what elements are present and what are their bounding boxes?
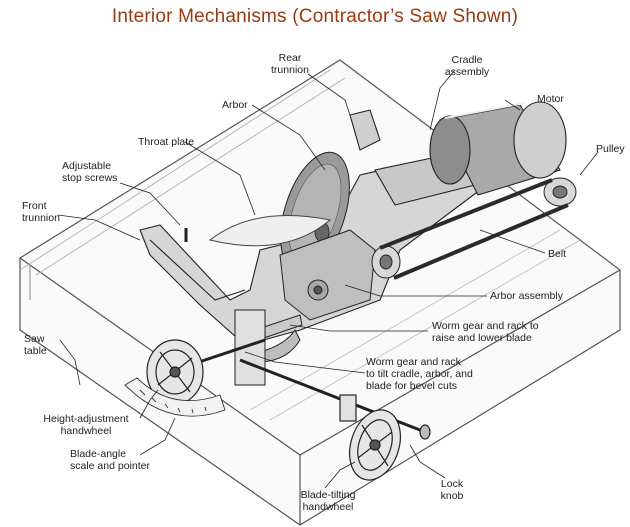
label-height-adjustment-handwheel: Height-adjustment handwheel (26, 413, 146, 437)
leader-rear-trunnion (307, 73, 351, 116)
leader-motor (504, 99, 521, 111)
label-blade-angle-line2: scale and pointer (70, 460, 150, 472)
leader-worm-gear-tilt (244, 351, 366, 374)
label-stop-screws-line2: stop screws (62, 172, 118, 184)
leader-lines (57, 69, 599, 489)
leader-arbor (251, 104, 326, 171)
label-belt: Belt (548, 248, 567, 260)
leader-lock-knob (409, 444, 446, 479)
leader-front-trunnion (57, 214, 141, 241)
label-worm-gear-tilt-line1: Worm gear and rack (366, 356, 461, 368)
label-front-trunnion-line1: Front (22, 200, 47, 212)
blade-tilting-handwheel-shape (239, 358, 431, 481)
label-blade-tilting-line1: Blade-tilting (300, 489, 356, 501)
label-rear-trunnion-line2: trunnion (271, 64, 309, 76)
label-front-trunnion: Front trunnion (22, 200, 60, 224)
leader-height-handwheel (139, 389, 159, 419)
pulley-shape (371, 177, 577, 279)
diagram-title: Interior Mechanisms (Contractor’s Saw Sh… (111, 6, 519, 27)
label-arbor-assembly: Arbor assembly (490, 290, 563, 302)
throat-plate-shape (208, 215, 332, 247)
label-worm-gear-raise: Worm gear and rack to raise and lower bl… (432, 320, 539, 344)
label-motor: Motor (537, 93, 564, 105)
label-cradle-assembly-line1: Cradle (451, 54, 483, 66)
leader-arbor-assembly (344, 284, 487, 297)
label-rear-trunnion: Rear trunnion (260, 52, 320, 76)
label-lock-knob-line2: knob (440, 490, 464, 502)
label-saw-table: Saw table (24, 333, 47, 357)
label-height-handwheel-line2: handwheel (60, 425, 112, 437)
motor-shape (429, 101, 567, 196)
label-arbor: Arbor (222, 99, 248, 111)
label-adjustable-stop-screws: Adjustable stop screws (62, 160, 117, 184)
label-lock-knob: Lock knob (432, 478, 472, 502)
label-worm-gear-raise-line1: Worm gear and rack to (432, 320, 539, 332)
label-stop-screws-line1: Adjustable (62, 160, 112, 172)
leader-blade-tilting-handwheel (324, 461, 356, 489)
label-front-trunnion-line2: trunnion (22, 212, 60, 224)
label-saw-table-line1: Saw (24, 333, 45, 345)
label-worm-gear-raise-line2: raise and lower blade (432, 332, 532, 344)
label-throat-plate: Throat plate (138, 136, 195, 148)
label-pulley: Pulley (596, 143, 625, 155)
label-worm-gear-tilt-line2: to tilt cradle, arbor, and (366, 368, 473, 380)
label-rear-trunnion-line1: Rear (278, 52, 302, 64)
label-height-handwheel-line1: Height-adjustment (43, 413, 129, 425)
leader-worm-gear-raise (289, 324, 428, 332)
label-cradle-assembly-line2: assembly (444, 66, 490, 78)
label-blade-tilting-handwheel: Blade-tilting handwheel (278, 489, 378, 513)
label-blade-tilting-line2: handwheel (302, 501, 354, 513)
label-blade-angle-line1: Blade-angle (70, 448, 127, 460)
label-cradle-assembly: Cradle assembly (432, 54, 502, 78)
blade-angle-scale-shape (124, 377, 226, 417)
belt-shape (379, 178, 569, 280)
leader-cradle-assembly (429, 69, 456, 131)
arbor-assembly-shape (279, 229, 376, 321)
leader-pulley (579, 151, 599, 176)
label-worm-gear-tilt: Worm gear and rack to tilt cradle, arbor… (366, 356, 473, 392)
leader-stop-screws (119, 182, 181, 226)
height-handwheel-shape (146, 338, 266, 405)
leader-blade-angle (139, 417, 176, 456)
label-saw-table-line2: table (24, 345, 47, 357)
leader-throat-plate (184, 141, 256, 216)
label-lock-knob-line1: Lock (440, 478, 464, 490)
label-worm-gear-tilt-line3: blade for bevel cuts (366, 380, 458, 392)
leader-belt (479, 229, 546, 254)
label-blade-angle-scale: Blade-angle scale and pointer (70, 448, 150, 472)
leader-saw-table (59, 339, 81, 386)
